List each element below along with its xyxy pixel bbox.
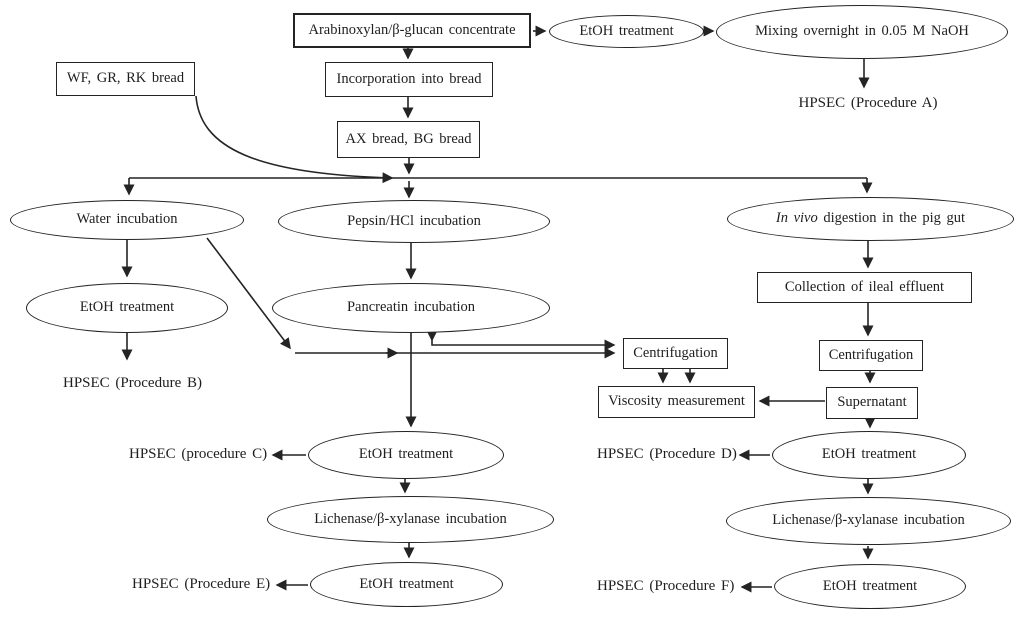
label-hpsec-procedure-d: HPSEC (Procedure D) — [597, 446, 737, 462]
node-etoh-treatment-e: EtOH treatment — [310, 562, 503, 607]
node-viscosity-measurement: Viscosity measurement — [598, 386, 755, 418]
node-arabinoxylan-concentrate: Arabinoxylan/β-glucan concentrate — [293, 13, 531, 48]
node-centrifugation-right: Centrifugation — [819, 340, 923, 371]
label-hpsec-procedure-c: HPSEC (procedure C) — [129, 446, 268, 462]
node-incorporation-into-bread: Incorporation into bread — [325, 62, 493, 97]
node-ax-bg-bread: AX bread, BG bread — [337, 121, 480, 158]
label-hpsec-procedure-f: HPSEC (Procedure F) — [597, 578, 735, 594]
node-mixing-overnight-naoh: Mixing overnight in 0.05 M NaOH — [716, 5, 1008, 59]
node-etoh-treatment-d: EtOH treatment — [772, 431, 966, 479]
node-invivo-digestion: In vivo digestion in the pig gut — [727, 197, 1014, 241]
node-pancreatin-incubation: Pancreatin incubation — [272, 283, 550, 333]
node-wf-gr-rk-bread: WF, GR, RK bread — [56, 62, 195, 96]
node-etoh-treatment-c: EtOH treatment — [308, 431, 504, 479]
node-centrifugation-mid: Centrifugation — [623, 338, 728, 369]
node-etoh-treatment-f: EtOH treatment — [774, 564, 966, 609]
node-etoh-treatment-b: EtOH treatment — [26, 283, 228, 333]
node-etoh-treatment-top: EtOH treatment — [549, 15, 704, 48]
node-water-incubation: Water incubation — [10, 200, 244, 240]
invivo-label: In vivo digestion in the pig gut — [775, 210, 966, 227]
node-collection-ileal-effluent: Collection of ileal effluent — [757, 272, 972, 303]
node-lichenase-xylanase-right: Lichenase/β-xylanase incubation — [726, 497, 1011, 545]
node-supernatant: Supernatant — [826, 387, 918, 419]
label-hpsec-procedure-e: HPSEC (Procedure E) — [132, 576, 271, 592]
label-hpsec-procedure-b: HPSEC (Procedure B) — [63, 375, 202, 391]
node-pepsin-hcl-incubation: Pepsin/HCl incubation — [278, 200, 550, 243]
node-lichenase-xylanase-mid: Lichenase/β-xylanase incubation — [267, 496, 554, 543]
label-hpsec-procedure-a: HPSEC (Procedure A) — [798, 95, 938, 111]
